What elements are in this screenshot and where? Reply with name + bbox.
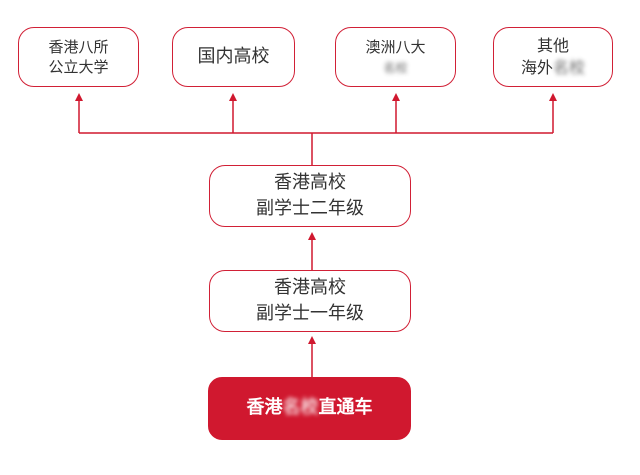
destination-label-line1: 澳洲八大 <box>365 37 426 56</box>
destination-label-text: 海外 <box>520 58 553 77</box>
year1-label-line2: 副学士一年级 <box>256 303 364 324</box>
year1-label-line1: 香港高校 <box>274 276 346 298</box>
destination-mainland-universities: 国内高校 <box>172 27 295 87</box>
associate-degree-year1: 香港高校 副学士一年级 <box>209 270 411 332</box>
destination-hk-public-universities: 香港八所 公立大学 <box>18 27 139 87</box>
destination-label-line1: 其他 <box>536 36 569 56</box>
blurred-text: 名校 <box>553 58 586 77</box>
associate-degree-year2: 香港高校 副学士二年级 <box>209 165 411 227</box>
start-label-suffix: 直通车 <box>318 397 373 419</box>
hk-direct-entry-program: 香港名校直通车 <box>208 377 411 440</box>
destination-other-overseas: 其他 海外名校 <box>493 27 613 87</box>
destination-label-line2: 公立大学 <box>48 58 109 76</box>
destination-label-line2: 海外名校 <box>521 57 585 79</box>
destination-label-line1: 香港八所 <box>48 37 109 56</box>
start-label-prefix: 香港 <box>246 397 283 419</box>
destination-label-line2: 名校 <box>383 57 407 77</box>
start-label: 香港名校直通车 <box>247 396 373 420</box>
year2-label-line1: 香港高校 <box>274 171 346 193</box>
year2-label-line2: 副学士二年级 <box>256 198 364 219</box>
destination-australia-go8: 澳洲八大 名校 <box>335 27 456 87</box>
destination-label-line1: 国内高校 <box>197 45 270 67</box>
blurred-text: 名校 <box>383 61 408 75</box>
blurred-text: 名校 <box>282 397 319 419</box>
